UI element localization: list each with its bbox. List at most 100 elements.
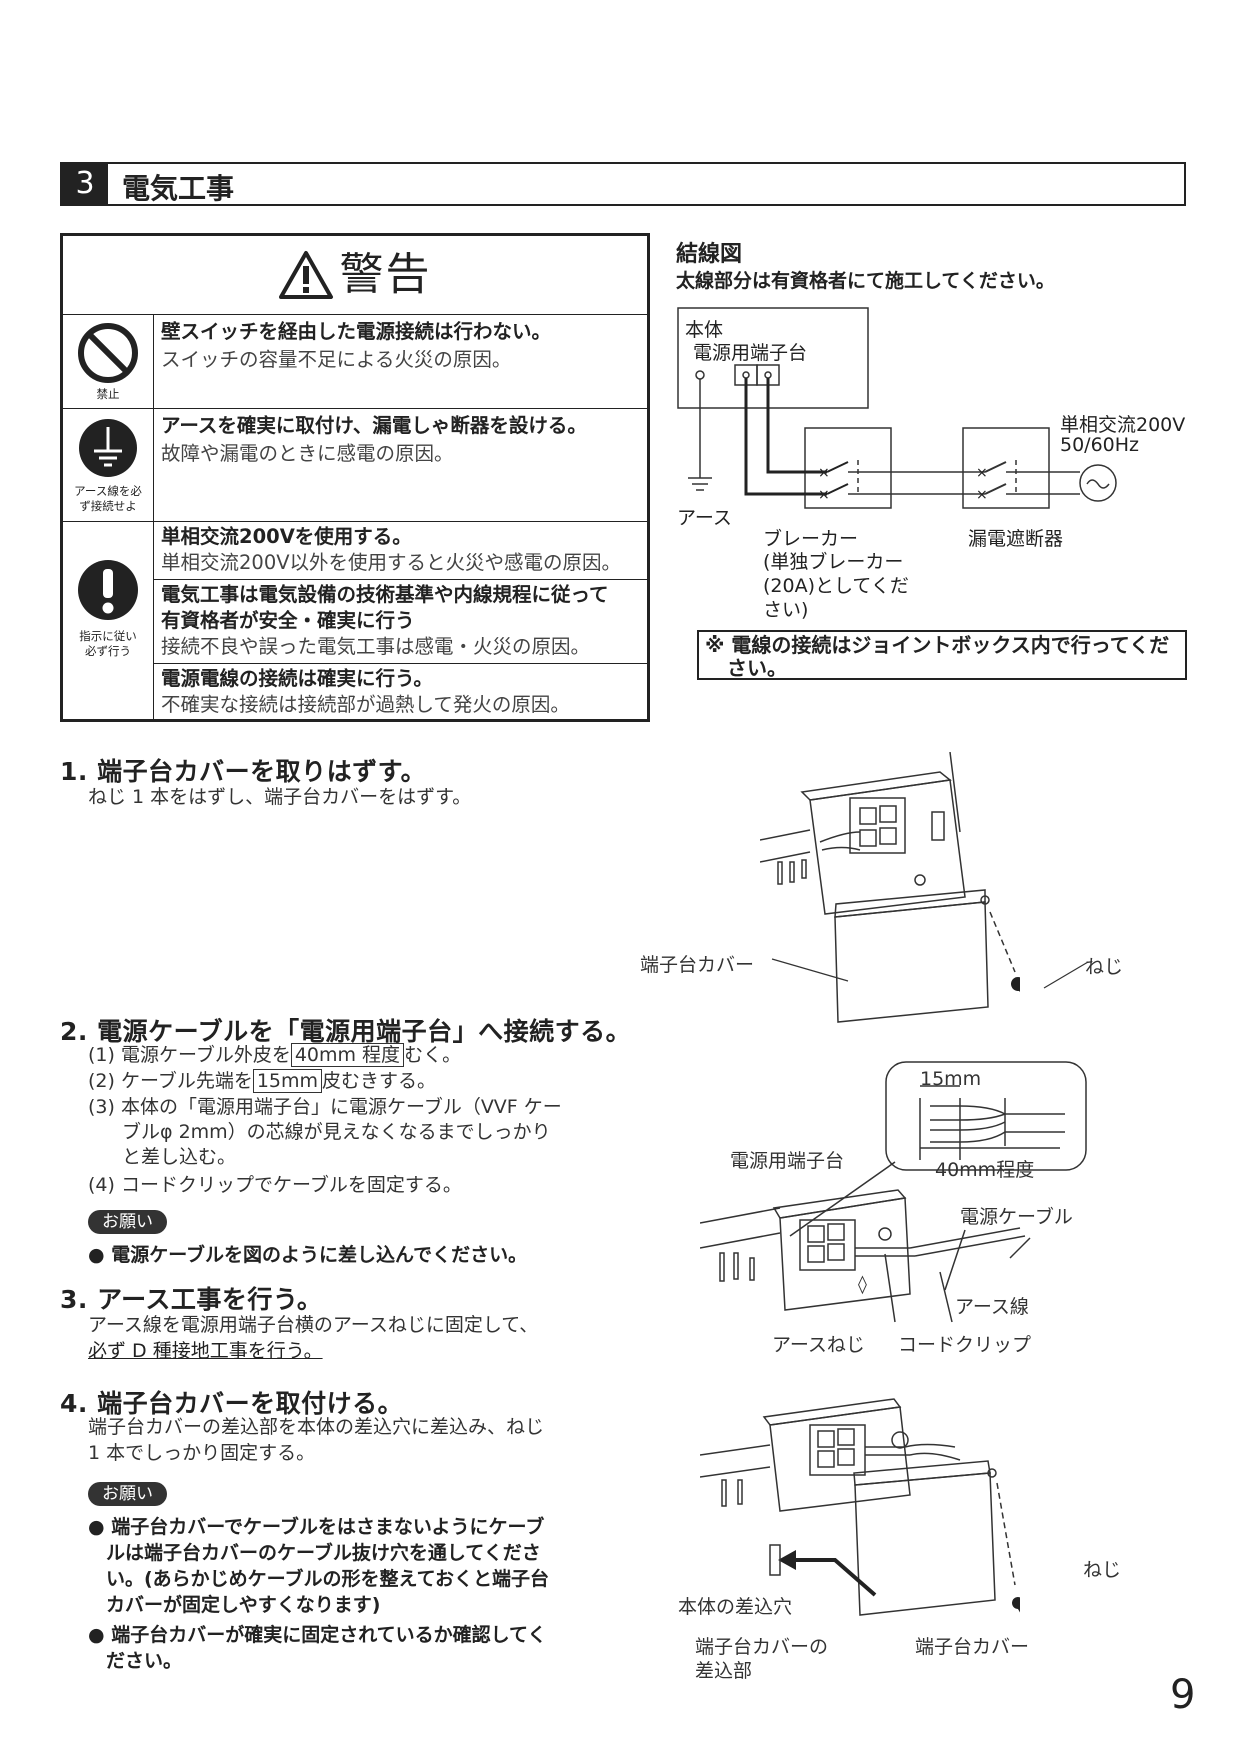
- divider: [153, 579, 647, 580]
- fig2-15mm-label: 15mm: [920, 1068, 982, 1090]
- section-number: 3: [62, 164, 108, 204]
- wiring-elcb-label: 漏電遮断器: [968, 528, 1064, 550]
- step-2-title: 2. 電源ケーブルを「電源用端子台」へ接続する。: [60, 1017, 632, 1046]
- warning-triangle-icon: [279, 251, 334, 299]
- step-2-sub1-text-end: むく。: [404, 1044, 462, 1066]
- step-4-request-1-line-2: ルは端子台カバーのケーブル抜け穴を通してくださ: [106, 1542, 541, 1564]
- fig2-terminal-label: 電源用端子台: [730, 1150, 845, 1172]
- step-4-body-line-2: 1 本でしっかり固定する。: [88, 1442, 316, 1464]
- warning-box: 警告 禁止 壁スイッチを経由した電源接続は行わない。 スイッチの容量不足による火…: [60, 233, 650, 722]
- svg-text:×: ×: [818, 465, 830, 481]
- step-4-request-1-line-4: カバーが固定しやすくなります): [106, 1594, 381, 1616]
- prohibited-icon: [78, 323, 138, 383]
- wiring-breaker-note-1: (単独ブレーカー: [763, 551, 904, 573]
- step-2-sub1-text: (1) 電源ケーブル外皮を: [88, 1044, 291, 1066]
- fig1-cover-leader: [771, 958, 849, 982]
- warning-main-text: 電気工事は電気設備の技術基準や内線規程に従って: [161, 583, 609, 606]
- step-4-title: 4. 端子台カバーを取付ける。: [60, 1389, 404, 1418]
- strip-length-15mm: 15mm: [252, 1069, 323, 1093]
- wiring-breaker-label: ブレーカー: [763, 528, 859, 550]
- fig3-hole-label: 本体の差込穴: [678, 1596, 793, 1618]
- instruction-caption-2: 必ず行う: [85, 644, 131, 658]
- wiring-body-label: 本体: [685, 319, 724, 341]
- warning-note-text: 不確実な接続は接続部が過熱して発火の原因。: [161, 693, 570, 716]
- warning-title: 警告: [339, 249, 432, 300]
- fig2-40mm-label: 40mm程度: [935, 1159, 1035, 1181]
- step-2-sub3-line-1: (3) 本体の「電源用端子台」に電源ケーブル（VVF ケー: [88, 1096, 562, 1118]
- fig1-cover-label: 端子台カバー: [640, 954, 755, 976]
- page-number: 9: [1170, 1672, 1196, 1718]
- fig2-cable-label: 電源ケーブル: [960, 1206, 1073, 1228]
- step-4-request-1-line-1: ● 端子台カバーでケーブルをはさまないようにケーブ: [88, 1516, 545, 1538]
- ground-icon: [79, 419, 137, 477]
- step-2-sub2-text: (2) ケーブル先端を: [88, 1070, 253, 1092]
- wiring-ground-label: アース: [677, 507, 732, 529]
- wiring-note-line-1: ※ 電線の接続はジョイントボックス内で行ってくだ: [705, 633, 1170, 657]
- wiring-supply-line-2: 50/60Hz: [1060, 434, 1140, 456]
- warning-main-text: 有資格者が安全・確実に行う: [161, 609, 415, 632]
- step-2-request: ● 電源ケーブルを図のように差し込んでください。: [88, 1244, 528, 1266]
- step-4-request-1-line-3: い。(あらかじめケーブルの形を整えておくと端子台: [106, 1568, 550, 1590]
- figure-attach-cover: [700, 1398, 1020, 1620]
- warning-header: 警告: [63, 236, 647, 315]
- step-3-body-underlined: 必ず D 種接地工事を行う。: [88, 1340, 323, 1362]
- step-4-request-2-line-1: ● 端子台カバーが確実に固定されているか確認してく: [88, 1624, 547, 1646]
- screw-icon: [1012, 1597, 1020, 1620]
- section-title: 電気工事: [122, 172, 235, 205]
- step-4-request-2-line-2: ださい。: [106, 1650, 183, 1672]
- warning-note-text: 単相交流200V以外を使用すると火災や感電の原因。: [161, 551, 622, 574]
- fig1-screw-label: ねじ: [1085, 956, 1124, 978]
- wiring-breaker-note-2: (20A)としてくだ: [763, 575, 909, 597]
- svg-text:◊: ◊: [858, 1274, 867, 1295]
- step-2-sub4: (4) コードクリップでケーブルを固定する。: [88, 1174, 462, 1196]
- step-3-body: アース線を電源用端子台横のアースねじに固定して、: [88, 1314, 539, 1336]
- warning-main-text: 電源電線の接続は確実に行う。: [161, 667, 433, 690]
- exclamation-icon: [78, 560, 138, 620]
- warning-note-text: 故障や漏電のときに感電の原因。: [161, 442, 454, 465]
- wiring-supply-line-1: 単相交流200V: [1060, 414, 1186, 436]
- wiring-subtitle: 太線部分は有資格者にて施工してください。: [676, 270, 1055, 292]
- figure-remove-cover: [760, 752, 1020, 1023]
- divider: [153, 663, 647, 664]
- strip-length-40mm: 40mm 程度: [290, 1043, 405, 1067]
- fig3-insert-line-1: 端子台カバーの: [695, 1636, 829, 1658]
- svg-text:×: ×: [976, 465, 988, 481]
- wiring-breaker-note-3: さい): [763, 599, 809, 621]
- fig3-screw-label: ねじ: [1083, 1559, 1122, 1581]
- step-1-title: 1. 端子台カバーを取りはずす。: [60, 757, 427, 786]
- fig1-screw-leader: [1043, 961, 1089, 989]
- wiring-diagram: × × × ×: [677, 307, 1117, 509]
- warning-main-text: 壁スイッチを経由した電源接続は行わない。: [161, 320, 552, 343]
- instruction-caption-1: 指示に従い: [79, 629, 137, 643]
- fig3-cover-label: 端子台カバー: [915, 1636, 1030, 1658]
- step-2-sub3-line-3: と差し込む。: [122, 1146, 237, 1168]
- request-badge: お願い: [88, 1482, 167, 1506]
- figure-connect-cable: ◊: [700, 1061, 1087, 1323]
- warning-main-text: アースを確実に取付け、漏電しゃ断器を設ける。: [161, 414, 587, 437]
- step-2-sub2-text-end: 皮むきする。: [322, 1070, 437, 1092]
- section-header: 3 電気工事: [60, 162, 1186, 206]
- warning-row-ground: アース線を必 ず接続せよ アースを確実に取付け、漏電しゃ断器を設ける。 故障や漏…: [63, 409, 647, 522]
- ground-caption-1: アース線を必: [74, 484, 142, 498]
- fig2-ground-screw-label: アースねじ: [772, 1334, 865, 1356]
- step-3-title: 3. アース工事を行う。: [60, 1285, 323, 1314]
- step-1-body: ねじ 1 本をはずし、端子台カバーをはずす。: [88, 786, 472, 808]
- wiring-terminal-label: 電源用端子台: [693, 342, 808, 364]
- fig2-clip-label: コードクリップ: [898, 1334, 1032, 1356]
- svg-text:×: ×: [818, 487, 830, 503]
- fig3-insert-line-2: 差込部: [695, 1660, 753, 1682]
- request-badge: お願い: [88, 1210, 167, 1234]
- warning-row-instruction: 指示に従い 必ず行う 単相交流200Vを使用する。 単相交流200V以外を使用す…: [63, 522, 647, 719]
- prohibited-caption: 禁止: [96, 387, 120, 401]
- warning-note-text: スイッチの容量不足による火災の原因。: [161, 348, 512, 371]
- warning-main-text: 単相交流200Vを使用する。: [161, 525, 412, 548]
- warning-row-prohibit: 禁止 壁スイッチを経由した電源接続は行わない。 スイッチの容量不足による火災の原…: [63, 315, 647, 409]
- wiring-note-line-2: さい。: [727, 656, 787, 680]
- wiring-note-box: ※ 電線の接続はジョイントボックス内で行ってくだ さい。: [697, 630, 1187, 680]
- svg-text:×: ×: [976, 487, 988, 503]
- warning-note-text: 接続不良や誤った電気工事は感電・火災の原因。: [161, 635, 591, 658]
- wiring-title: 結線図: [676, 242, 743, 267]
- screw-icon: [1011, 977, 1020, 1003]
